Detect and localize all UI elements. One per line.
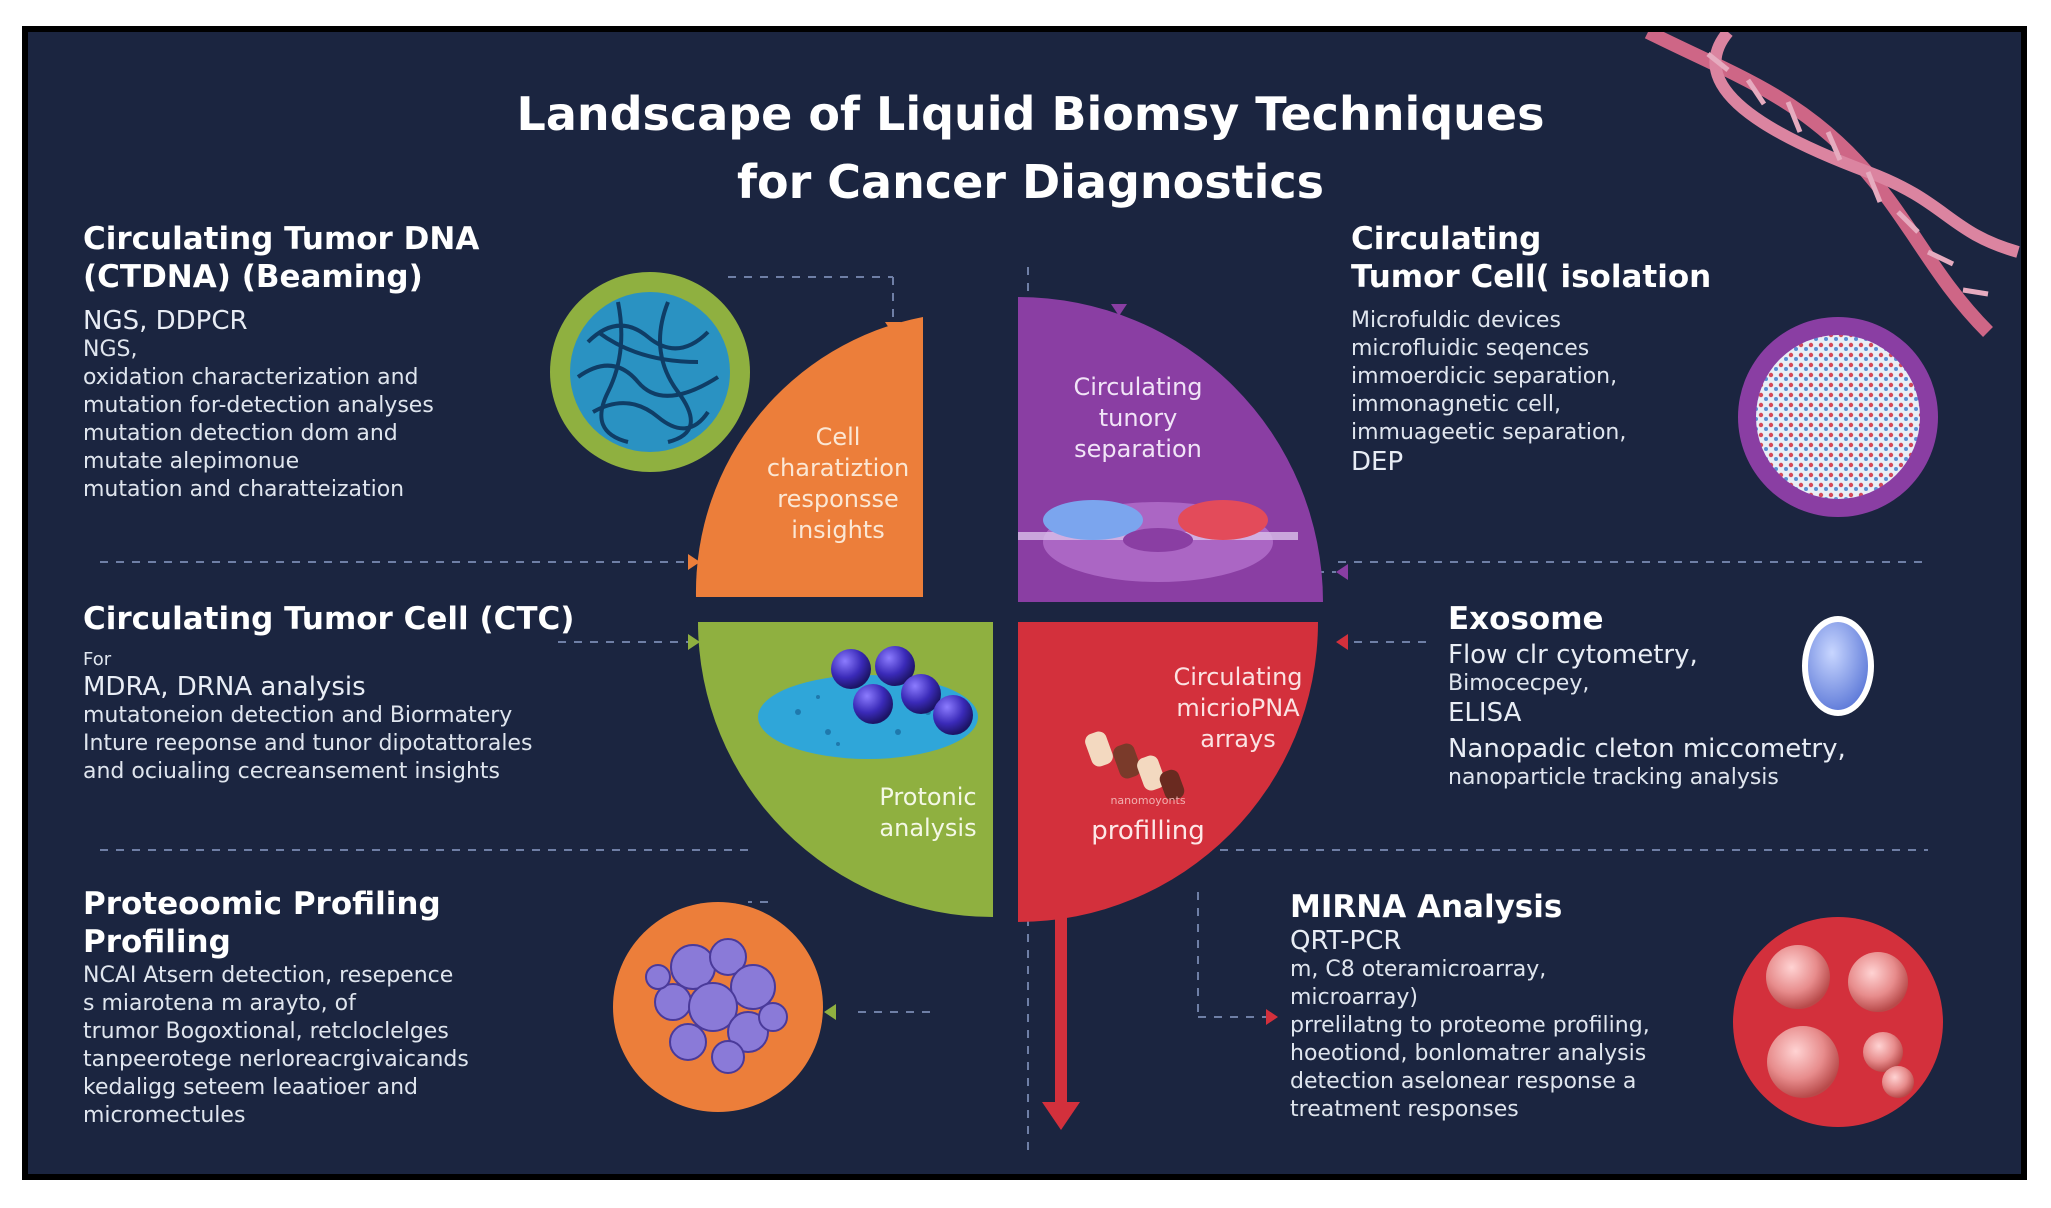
description-line: micromectules bbox=[83, 1103, 246, 1128]
heading-line: Exosome bbox=[1448, 601, 1604, 637]
description-line: Nanopadic cleton miccometry, bbox=[1448, 734, 1846, 764]
exosome-icon bbox=[1802, 616, 1874, 716]
infographic-frame: Landscape of Liquid Biomsy Techniques fo… bbox=[22, 26, 2027, 1180]
quadrant-label-line: Circulating bbox=[1073, 373, 1203, 401]
description-line: mutation detection dom and bbox=[83, 421, 398, 446]
protein-structure-icon bbox=[613, 902, 823, 1112]
description-line: Bimocecpey, bbox=[1448, 671, 1590, 696]
description-line: Flow clr cytometry, bbox=[1448, 640, 1698, 670]
description-line: nanoparticle tracking analysis bbox=[1448, 765, 1779, 790]
heading-line: Proteoomic Profiling bbox=[83, 886, 441, 922]
quadrant-label-line: Protonic bbox=[879, 783, 977, 811]
description-line: mutate alepimonue bbox=[83, 449, 300, 474]
blood-cells-icon bbox=[1733, 917, 1943, 1127]
description-line: Inture reeponse and tunor dipotattorales bbox=[83, 731, 533, 756]
exosome-description: Flow clr cytometry, Bimocecpey, ELISA Na… bbox=[1448, 640, 1846, 792]
heading-line: Circulating Tumor DNA bbox=[83, 221, 480, 257]
dna-network-icon bbox=[550, 272, 750, 472]
heading-line: MIRNA Analysis bbox=[1290, 889, 1563, 925]
heading-line: Circulating Tumor Cell (CTC) bbox=[83, 601, 575, 637]
ctc-description: For MDRA, DRNA analysis mutatoneion dete… bbox=[83, 648, 532, 786]
heading-line: Tumor Cell( isolation bbox=[1351, 259, 1712, 295]
heading-line: Profiling bbox=[83, 924, 231, 960]
description-line: QRT-PCR bbox=[1290, 926, 1402, 956]
quadrant-label-line: micrioPNA bbox=[1176, 694, 1300, 722]
description-line: immonagnetic cell, bbox=[1351, 392, 1561, 417]
artwork bbox=[100, 32, 2020, 1152]
red-quadrant-small-label: nanomoyonts bbox=[1110, 794, 1186, 807]
description-line: NGS, DDPCR bbox=[83, 306, 248, 336]
page-subtitle: for Cancer Diagnostics bbox=[736, 155, 1325, 209]
description-line: immoerdicic separation, bbox=[1351, 364, 1618, 389]
description-line: NCAI Atsern detection, resepence bbox=[83, 963, 454, 988]
description-line: s miarotena m arayto, of bbox=[83, 991, 356, 1016]
description-line: detection aselonear response a bbox=[1290, 1069, 1637, 1094]
description-line: tanpeerotege nerloreacrgivaicands bbox=[83, 1047, 469, 1072]
description-line: kedaligg seteem leaatioer and bbox=[83, 1075, 418, 1100]
exosome-heading: Exosome bbox=[1448, 600, 1604, 638]
description-line: For bbox=[83, 649, 112, 670]
description-line: and ociualing cecreansement insights bbox=[83, 759, 501, 784]
quadrant-label-line: Circulating bbox=[1173, 663, 1303, 691]
description-line: immuageetic separation, bbox=[1351, 420, 1627, 445]
protein-particles-icon bbox=[758, 646, 978, 759]
description-line: mutatoneion detection and Biormatery bbox=[83, 703, 513, 728]
description-line: Microfuldic devices bbox=[1351, 308, 1561, 333]
quadrant-label-line: separation bbox=[1074, 435, 1202, 463]
green-quadrant-label: Protonic analysis bbox=[838, 782, 1018, 844]
down-arrow-icon bbox=[1055, 912, 1067, 1112]
quadrant-label-line: analysis bbox=[879, 814, 977, 842]
quadrant-label-line: arrays bbox=[1200, 725, 1276, 753]
red-quadrant-label: Circulating micrioPNA arrays bbox=[1138, 662, 1338, 755]
description-line: mutation and charatteization bbox=[83, 477, 405, 502]
description-line: treatment responses bbox=[1290, 1097, 1519, 1122]
ctdna-heading: Circulating Tumor DNA (CTDNA) (Beaming) bbox=[83, 220, 479, 296]
ctc-heading: Circulating Tumor Cell (CTC) bbox=[83, 600, 574, 638]
quadrant-label-line: tunory bbox=[1098, 404, 1178, 432]
heading-line: (CTDNA) (Beaming) bbox=[83, 259, 423, 295]
orange-quadrant-label: Cell charatiztion responsse insights bbox=[728, 422, 948, 546]
mirna-description: QRT-PCR m, C8 oteramicroarray, microarra… bbox=[1290, 926, 1650, 1124]
description-line: oxidation characterization and bbox=[83, 365, 419, 390]
description-line: hoeotiond, bonlomatrer analysis bbox=[1290, 1041, 1647, 1066]
ctdna-description: NGS, DDPCR NGS, oxidation characterizati… bbox=[83, 307, 434, 504]
proteomic-description: NCAI Atsern detection, resepence s miaro… bbox=[83, 962, 469, 1130]
description-line: prrelilatng to proteome profiling, bbox=[1290, 1013, 1650, 1038]
description-line: DEP bbox=[1351, 447, 1404, 477]
separation-device-icon bbox=[1018, 500, 1298, 582]
ctc-isolation-heading: Circulating Tumor Cell( isolation bbox=[1351, 220, 1711, 296]
description-line: ELISA bbox=[1448, 698, 1522, 728]
quadrant-label-line: charatiztion bbox=[766, 454, 910, 482]
description-line: mutation for-detection analyses bbox=[83, 393, 434, 418]
page-title: Landscape of Liquid Biomsy Techniques bbox=[516, 87, 1545, 141]
purple-quadrant-label: Circulating tunory separation bbox=[1038, 372, 1238, 465]
description-line: trumor Bogoxtional, retcloclelges bbox=[83, 1019, 449, 1044]
red-quadrant-bottom-label: profilling bbox=[1091, 816, 1205, 846]
dna-helix-icon bbox=[1644, 32, 2020, 337]
description-line: MDRA, DRNA analysis bbox=[83, 672, 366, 702]
description-line: microfluidic seqences bbox=[1351, 336, 1590, 361]
heading-line: Circulating bbox=[1351, 221, 1542, 257]
mirna-heading: MIRNA Analysis bbox=[1290, 888, 1562, 926]
quadrant-label-line: responsse bbox=[777, 485, 899, 513]
sample-vials-icon bbox=[1085, 731, 1185, 801]
description-line: microarray) bbox=[1290, 985, 1418, 1010]
orange-quadrant bbox=[695, 317, 923, 597]
quadrant-label-line: Cell bbox=[815, 423, 861, 451]
description-line: NGS, bbox=[83, 337, 138, 362]
quadrant-label-line: insights bbox=[791, 516, 885, 544]
ctc-isolation-description: Microfuldic devices microfluidic seqence… bbox=[1351, 307, 1626, 477]
description-line: m, C8 oteramicroarray, bbox=[1290, 957, 1547, 982]
proteomic-heading: Proteoomic Profiling Profiling bbox=[83, 885, 441, 961]
cell-cluster-icon bbox=[1738, 317, 1938, 517]
